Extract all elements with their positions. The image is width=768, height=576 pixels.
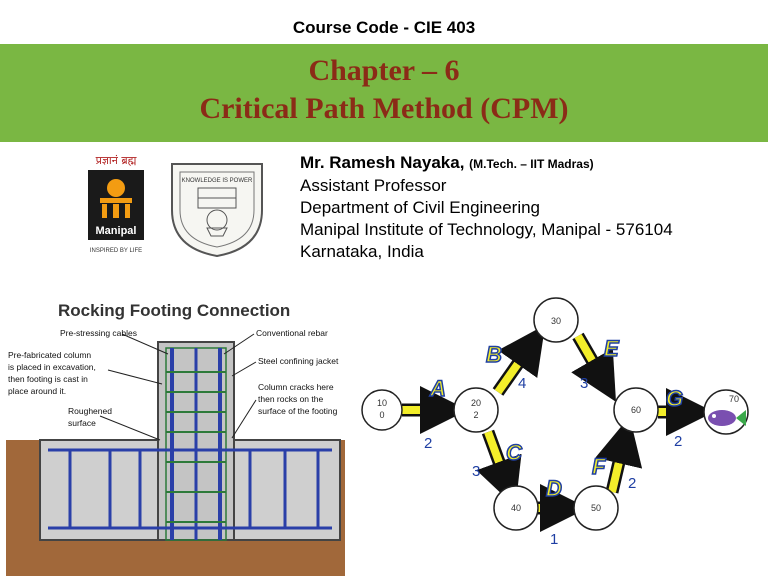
manipal-tagline: INSPIRED BY LIFE <box>90 248 142 254</box>
arrow-c <box>476 430 522 508</box>
node-5 <box>573 485 619 531</box>
author-institute: Manipal Institute of Technology, Manipal… <box>300 220 673 239</box>
label-cracks-3: surface of the footing <box>258 406 338 416</box>
label-rebar: Conventional rebar <box>256 328 328 338</box>
activity-b-name: B <box>486 342 502 367</box>
activity-b-duration: 4 <box>518 375 526 392</box>
node-2-label-b: 2 <box>473 410 478 420</box>
activity-a-name: A <box>429 376 446 401</box>
node-5-label: 50 <box>591 503 601 513</box>
label-roughened-2: surface <box>68 418 96 428</box>
label-jacket: Steel confining jacket <box>258 356 339 366</box>
label-prefab-1: Pre-fabricated column <box>8 350 91 360</box>
label-roughened-1: Roughened <box>68 406 112 416</box>
node-7-label: 70 <box>729 394 739 404</box>
author-name: Mr. Ramesh Nayaka, <box>300 153 465 172</box>
course-code: Course Code - CIE 403 <box>292 18 476 37</box>
node-1 <box>361 389 403 431</box>
label-prefab-3: then footing is cast in <box>8 374 88 384</box>
activity-c-duration: 3 <box>472 463 480 480</box>
node-2-label-a: 20 <box>471 398 481 408</box>
activity-arrows <box>402 324 714 532</box>
activity-f-duration: 2 <box>628 475 636 492</box>
author-location: Karnataka, India <box>300 242 424 261</box>
activity-g-name: G <box>666 386 683 411</box>
arrow-f <box>595 416 643 493</box>
cpm-network: 10 0 20 2 30 40 50 60 70 A B E C D F G 2… <box>361 297 749 548</box>
activity-d-duration: 1 <box>550 531 558 548</box>
node-4-label: 40 <box>511 503 521 513</box>
author-name-line: Mr. Ramesh Nayaka, (M.Tech. – IIT Madras… <box>300 152 673 175</box>
author-department: Department of Civil Engineering <box>300 198 541 217</box>
manipal-name: Manipal <box>96 225 137 237</box>
activity-e-duration: 3 <box>580 375 588 392</box>
manipal-logo: प्रज्ञानं ब्रह्म Manipal INSPIRED BY LIF… <box>88 154 144 254</box>
mit-seal-motto: KNOWLEDGE IS POWER <box>182 178 253 184</box>
author-qualification: (M.Tech. – IIT Madras) <box>469 157 594 171</box>
node-4 <box>493 485 539 531</box>
node-2 <box>453 387 499 433</box>
footing-figure: Rocking Footing Connection Pre-stressing… <box>6 301 345 576</box>
activity-d-name: D <box>546 476 562 501</box>
arrow-b <box>494 324 546 395</box>
label-cracks-2: then rocks on the <box>258 394 323 404</box>
label-prefab-2: is placed in excavation, <box>8 362 96 372</box>
node-6 <box>613 387 659 433</box>
node-3-label: 30 <box>551 316 561 326</box>
fish-icon <box>708 410 736 426</box>
chapter-subtitle: Critical Path Method (CPM) <box>199 92 569 125</box>
node-3 <box>533 297 579 343</box>
node-1-label-b: 0 <box>379 410 384 420</box>
chapter-title: Chapter – 6 <box>308 54 460 87</box>
activity-a-duration: 2 <box>424 435 432 452</box>
activity-g-duration: 2 <box>674 433 682 450</box>
label-cracks-1: Column cracks here <box>258 382 334 392</box>
activity-f-name: F <box>592 454 606 479</box>
node-1-label-a: 10 <box>377 398 387 408</box>
footing-figure-title: Rocking Footing Connection <box>58 301 290 320</box>
mit-seal-logo: KNOWLEDGE IS POWER <box>171 163 263 258</box>
manipal-script: प्रज्ञानं ब्रह्म <box>96 154 137 167</box>
node-6-label: 60 <box>631 405 641 415</box>
author-position: Assistant Professor <box>300 176 447 195</box>
arrow-e <box>571 334 616 402</box>
title-banner: Chapter – 6 Critical Path Method (CPM) <box>0 44 768 142</box>
label-prestressing: Pre-stressing cables <box>60 328 137 338</box>
author-info: Mr. Ramesh Nayaka, (M.Tech. – IIT Madras… <box>300 152 673 263</box>
activity-e-name: E <box>604 336 620 361</box>
label-prefab-4: place around it. <box>8 386 66 396</box>
activity-c-name: C <box>506 440 523 465</box>
